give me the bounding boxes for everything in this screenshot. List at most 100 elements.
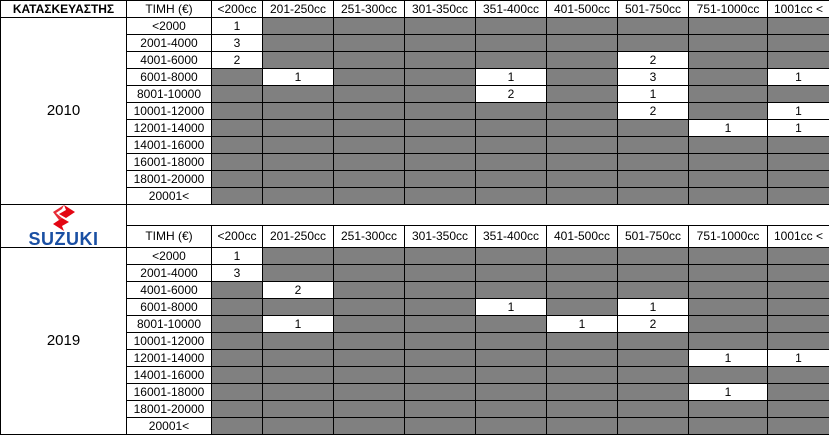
count-cell (547, 282, 618, 299)
year-label: 2010 (1, 18, 127, 205)
cc-header: 751-1000cc (689, 225, 768, 247)
count-cell (618, 188, 689, 205)
count-cell (689, 367, 768, 384)
count-cell (689, 282, 768, 299)
count-cell (263, 171, 334, 188)
count-cell (618, 401, 689, 418)
count-cell (405, 103, 476, 120)
price-range: 14001-16000 (127, 137, 212, 154)
count-cell: 1 (212, 248, 263, 265)
count-cell (689, 154, 768, 171)
count-cell (476, 154, 547, 171)
brand-name: SUZUKI (29, 231, 99, 247)
count-cell (768, 52, 829, 69)
count-cell (689, 418, 768, 435)
count-cell (476, 401, 547, 418)
count-cell (405, 384, 476, 401)
count-cell (405, 367, 476, 384)
count-cell (768, 333, 829, 350)
count-cell (263, 52, 334, 69)
count-cell (476, 384, 547, 401)
count-cell (212, 282, 263, 299)
count-cell (405, 282, 476, 299)
count-cell (212, 154, 263, 171)
count-cell: 2 (263, 282, 334, 299)
count-cell (689, 69, 768, 86)
count-cell (618, 120, 689, 137)
count-cell (334, 35, 405, 52)
count-cell (405, 18, 476, 35)
count-cell: 2 (618, 316, 689, 333)
count-cell (689, 333, 768, 350)
price-range: 10001-12000 (127, 103, 212, 120)
count-cell (405, 265, 476, 282)
count-cell (618, 265, 689, 282)
count-cell: 1 (689, 350, 768, 367)
count-cell (334, 18, 405, 35)
price-range: 16001-18000 (127, 154, 212, 171)
count-cell (263, 120, 334, 137)
count-cell: 1 (768, 69, 829, 86)
price-range: 20001< (127, 188, 212, 205)
count-cell (476, 333, 547, 350)
cc-header: 301-350cc (405, 225, 476, 247)
count-cell (212, 350, 263, 367)
manufacturer-header: ΚΑΤΑΣΚΕΥΑΣΤΗΣ (1, 1, 127, 18)
count-cell (768, 137, 829, 154)
count-cell (476, 350, 547, 367)
count-cell (618, 350, 689, 367)
count-cell (476, 137, 547, 154)
price-range: 12001-14000 (127, 120, 212, 137)
count-cell (547, 350, 618, 367)
count-cell (547, 18, 618, 35)
cc-header: 1001cc < (768, 225, 829, 247)
count-cell: 1 (768, 120, 829, 137)
count-cell (768, 384, 829, 401)
count-cell (405, 316, 476, 333)
count-cell (405, 69, 476, 86)
price-range: 6001-8000 (127, 69, 212, 86)
count-cell (689, 188, 768, 205)
count-cell (334, 350, 405, 367)
count-cell: 1 (689, 384, 768, 401)
price-range: 2001-4000 (127, 265, 212, 282)
count-cell (476, 52, 547, 69)
cc-header: 401-500cc (547, 1, 618, 18)
count-cell (768, 401, 829, 418)
count-cell (334, 248, 405, 265)
year-label: 2019 (1, 248, 127, 435)
count-cell (768, 316, 829, 333)
count-cell (618, 418, 689, 435)
count-cell (263, 384, 334, 401)
count-cell (618, 18, 689, 35)
count-cell (405, 52, 476, 69)
cc-header: 501-750cc (618, 225, 689, 247)
count-cell (689, 316, 768, 333)
count-cell: 1 (768, 350, 829, 367)
count-cell: 1 (212, 18, 263, 35)
count-cell (689, 299, 768, 316)
count-cell (689, 103, 768, 120)
count-cell (263, 299, 334, 316)
suzuki-s-icon (53, 205, 75, 231)
count-cell (263, 103, 334, 120)
count-cell (547, 384, 618, 401)
count-cell (618, 248, 689, 265)
count-cell: 3 (212, 265, 263, 282)
count-cell (689, 86, 768, 103)
cc-header: 301-350cc (405, 1, 476, 18)
count-cell (547, 265, 618, 282)
count-cell (263, 154, 334, 171)
count-cell (263, 367, 334, 384)
count-cell (547, 333, 618, 350)
count-cell (263, 35, 334, 52)
count-cell (263, 350, 334, 367)
price-header: ΤΙΜΗ (€) (127, 225, 212, 247)
count-cell (476, 248, 547, 265)
count-cell (768, 18, 829, 35)
count-cell (618, 367, 689, 384)
count-cell (476, 282, 547, 299)
count-cell (405, 137, 476, 154)
